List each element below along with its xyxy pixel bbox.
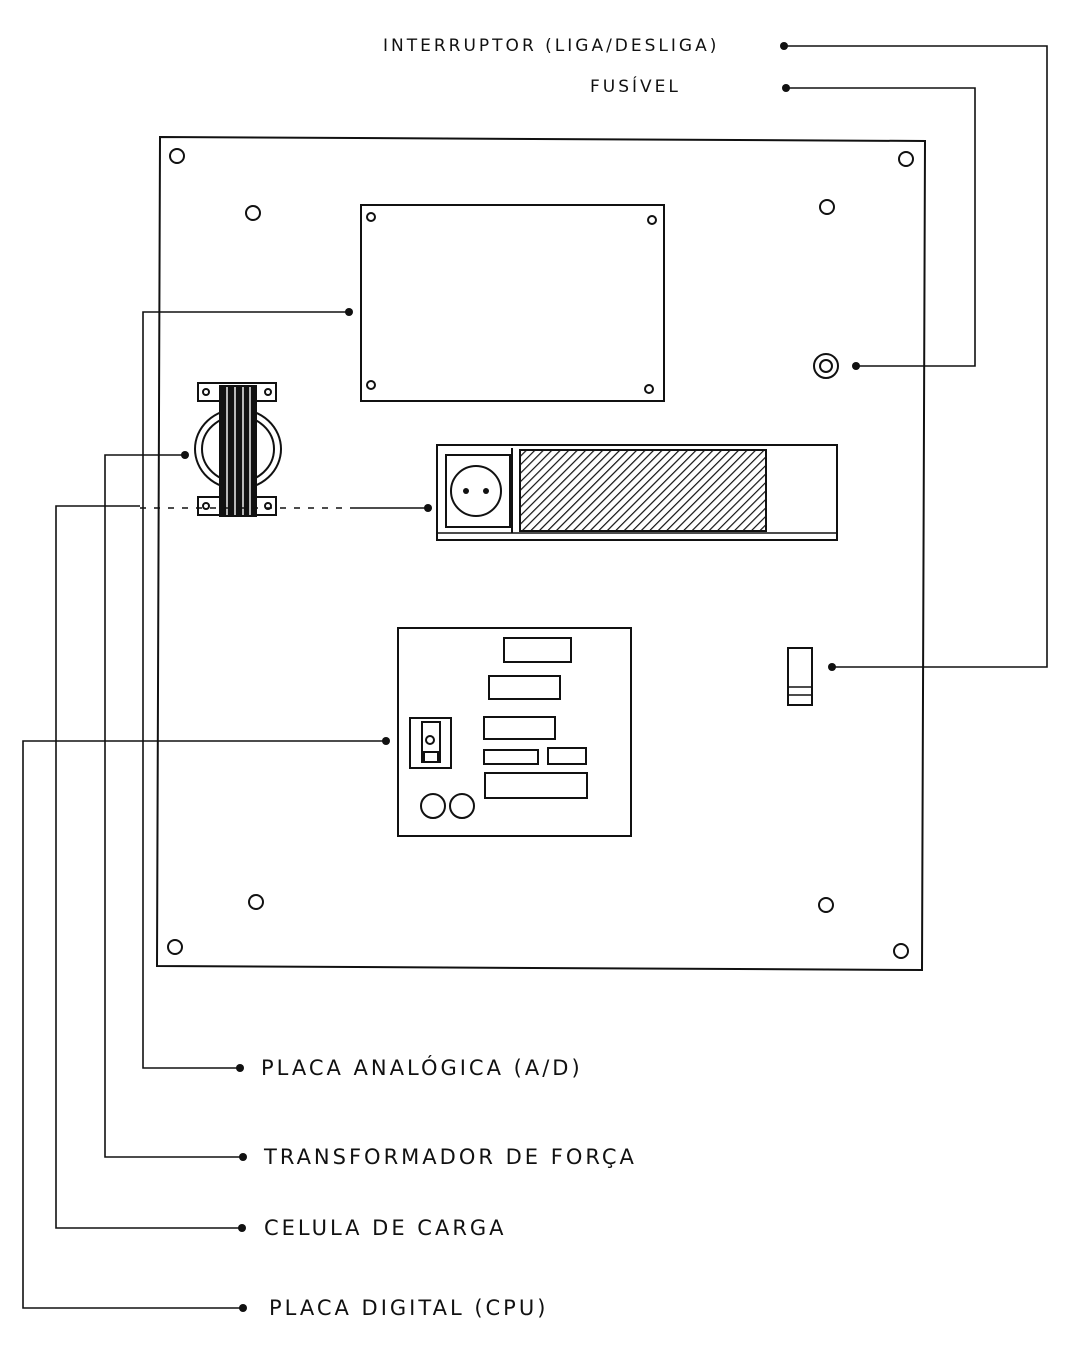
leader-load-cell xyxy=(55,504,432,1232)
mounting-hole-top-left xyxy=(169,148,185,164)
mounting-hole-inner-bottom-left xyxy=(248,894,264,910)
mounting-hole-bottom-left xyxy=(167,939,183,955)
leader-switch xyxy=(780,42,1048,671)
label-load-cell: CELULA DE CARGA xyxy=(264,1216,507,1240)
mounting-hole-top-right xyxy=(898,151,914,167)
label-power-transformer: TRANSFORMADOR DE FORÇA xyxy=(263,1145,637,1169)
leader-analog-board xyxy=(142,308,353,1072)
digital-board-drawing xyxy=(397,627,632,837)
mounting-hole-bottom-right xyxy=(893,943,909,959)
mounting-hole-inner-bottom-right xyxy=(818,897,834,913)
label-digital-board: PLACA DIGITAL (CPU) xyxy=(269,1296,548,1320)
mounting-hole-inner-top-left xyxy=(245,205,261,221)
leader-fuse xyxy=(782,84,976,370)
load-cell-drawing xyxy=(436,444,838,541)
base-plate xyxy=(155,135,927,972)
transformer-drawing xyxy=(194,382,282,517)
mounting-hole-inner-top-right xyxy=(819,199,835,215)
label-fuse: FUSÍVEL xyxy=(590,75,681,97)
label-analog-board: PLACA ANALÓGICA (A/D) xyxy=(261,1055,583,1080)
leader-transformer xyxy=(104,451,247,1161)
switch-drawing xyxy=(787,647,813,706)
fuse-drawing xyxy=(813,353,839,379)
leader-digital-board xyxy=(22,737,390,1312)
label-switch: INTERRUPTOR (LIGA/DESLIGA) xyxy=(383,36,719,56)
analog-board-drawing xyxy=(360,204,665,402)
